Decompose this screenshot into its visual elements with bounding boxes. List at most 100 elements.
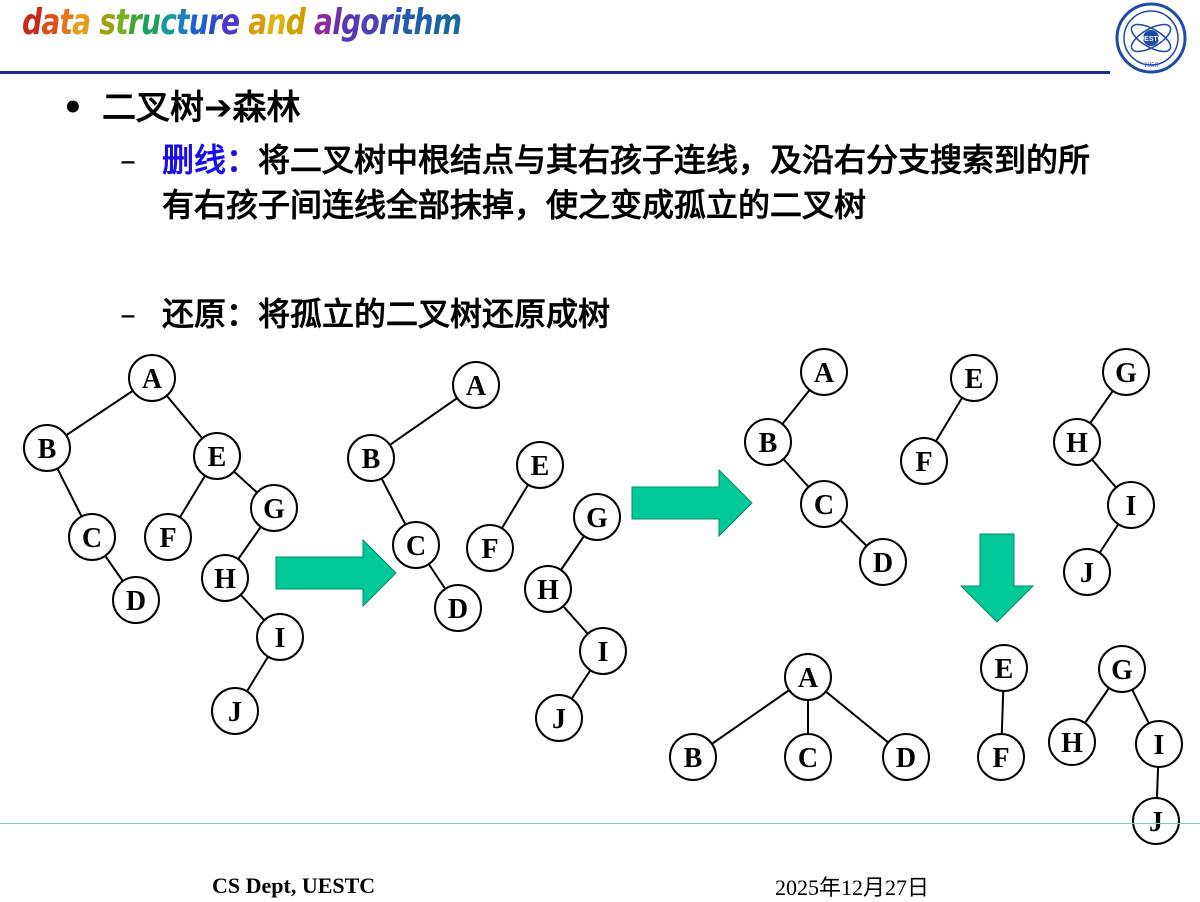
tree-node-label: I bbox=[598, 637, 609, 668]
tree-node-circle bbox=[900, 437, 948, 485]
tree-node-label: A bbox=[142, 364, 163, 395]
tree-node-label: E bbox=[531, 451, 550, 482]
sub1-text: 将二叉树中根结点与其右孩子连线，及沿右分支搜索到的所有右孩子间连线全部抹掉，使之… bbox=[162, 141, 1091, 224]
tree-node-label: D bbox=[896, 743, 916, 774]
header-divider bbox=[0, 71, 1110, 74]
tree-node-label: B bbox=[362, 444, 381, 475]
title-char: n bbox=[266, 2, 286, 43]
title-char: u bbox=[188, 2, 209, 43]
tree-node-circle bbox=[112, 576, 160, 624]
title-char: d bbox=[285, 2, 306, 43]
tree-node-label: F bbox=[159, 523, 176, 554]
tree-node-label: J bbox=[1080, 558, 1094, 589]
tree-node-label: B bbox=[38, 434, 57, 465]
tree-node-label: F bbox=[915, 447, 932, 478]
tree-node-circle bbox=[1098, 645, 1146, 693]
title-char: m bbox=[432, 2, 462, 43]
tree-node-label: J bbox=[552, 704, 566, 735]
tree-node-circle bbox=[1135, 720, 1183, 768]
logo-text: UESTC bbox=[1139, 36, 1163, 43]
tree-node-circle bbox=[144, 513, 192, 561]
sub-bullet-delete-lines: – 删线：将二叉树中根结点与其右孩子连线，及沿右分支搜索到的所有右孩子间连线全部… bbox=[120, 138, 1122, 228]
right-arrow-icon bbox=[275, 538, 397, 608]
title-char: a bbox=[248, 2, 267, 43]
tree-node-circle bbox=[784, 733, 832, 781]
title-char: e bbox=[221, 2, 240, 43]
tree-node-circle bbox=[250, 484, 298, 532]
title-char: r bbox=[378, 2, 393, 43]
tree-node-label: J bbox=[1149, 807, 1163, 838]
tree-node-circle bbox=[977, 733, 1025, 781]
sub1-label: 删线： bbox=[162, 141, 259, 179]
tree-node-label: I bbox=[275, 623, 286, 654]
tree-node-label: I bbox=[1126, 491, 1137, 522]
tree-node-circle bbox=[211, 687, 259, 735]
tree-node-label: C bbox=[406, 531, 426, 562]
tree-node-circle bbox=[452, 361, 500, 409]
tree-node-circle bbox=[256, 613, 304, 661]
tree-node-circle bbox=[535, 694, 583, 742]
tree-node-label: B bbox=[759, 428, 778, 459]
course-title: data structure and algorithm bbox=[22, 2, 462, 43]
tree-node-label: E bbox=[965, 364, 984, 395]
title-char bbox=[305, 2, 314, 43]
tree-node-circle bbox=[434, 584, 482, 632]
tree-node-circle bbox=[524, 565, 572, 613]
tree-node-label: A bbox=[814, 358, 835, 389]
tree-node-circle bbox=[1107, 481, 1155, 529]
title-char: o bbox=[360, 2, 379, 43]
tree-node-circle bbox=[23, 424, 71, 472]
title-char: t bbox=[59, 2, 73, 43]
main-bullet: •二叉树➔森林 bbox=[62, 80, 301, 129]
title-char: t bbox=[400, 2, 414, 43]
tree-node-circle bbox=[859, 538, 907, 586]
tree-node-label: E bbox=[995, 654, 1014, 685]
title-char: i bbox=[391, 2, 402, 43]
title-char: r bbox=[207, 2, 222, 43]
tree-node-circle bbox=[392, 521, 440, 569]
tree-node-label: F bbox=[992, 743, 1009, 774]
tree-node-label: A bbox=[798, 663, 819, 694]
title-char: t bbox=[176, 2, 189, 43]
dash-icon: – bbox=[120, 295, 136, 333]
tree-node-label: F bbox=[481, 534, 498, 565]
tree-node-label: H bbox=[214, 564, 236, 595]
tree-node-label: H bbox=[537, 575, 559, 606]
title-char: u bbox=[140, 2, 161, 43]
tree-node-label: D bbox=[126, 586, 146, 617]
tree-node-label: D bbox=[448, 594, 468, 625]
tree-node-circle bbox=[68, 513, 116, 561]
bullet-dot-icon: • bbox=[62, 88, 84, 128]
tree-node-circle bbox=[516, 441, 564, 489]
title-char bbox=[239, 2, 248, 43]
logo-year: 1956 bbox=[1144, 61, 1159, 69]
title-char: t bbox=[115, 2, 128, 43]
tree-node-circle bbox=[128, 354, 176, 402]
title-char: a bbox=[72, 2, 91, 43]
right-arrow-icon bbox=[631, 468, 753, 538]
tree-node-label: G bbox=[1115, 358, 1137, 389]
tree-node-label: G bbox=[1111, 655, 1133, 686]
tree-node-circle bbox=[882, 733, 930, 781]
tree-node-circle bbox=[579, 627, 627, 675]
sub2-text: 还原：将孤立的二叉树还原成树 bbox=[162, 295, 611, 333]
tree-node-label: G bbox=[586, 503, 608, 534]
down-arrow-icon bbox=[959, 533, 1035, 623]
tree-node-circle bbox=[466, 524, 514, 572]
tree-node-circle bbox=[784, 653, 832, 701]
tree-node-circle bbox=[201, 554, 249, 602]
title-char: g bbox=[341, 2, 361, 43]
tree-node-circle bbox=[1048, 718, 1096, 766]
tree-node-label: A bbox=[466, 371, 487, 402]
title-char bbox=[90, 2, 99, 43]
title-char: r bbox=[127, 2, 142, 43]
tree-node-label: D bbox=[873, 548, 893, 579]
tree-node-circle bbox=[744, 418, 792, 466]
tree-node-circle bbox=[800, 480, 848, 528]
sub-bullet-restore: – 还原：将孤立的二叉树还原成树 bbox=[120, 292, 1122, 337]
tree-node-circle bbox=[1102, 348, 1150, 396]
dash-icon: – bbox=[120, 141, 136, 179]
footer-department: CS Dept, UESTC bbox=[212, 873, 376, 898]
